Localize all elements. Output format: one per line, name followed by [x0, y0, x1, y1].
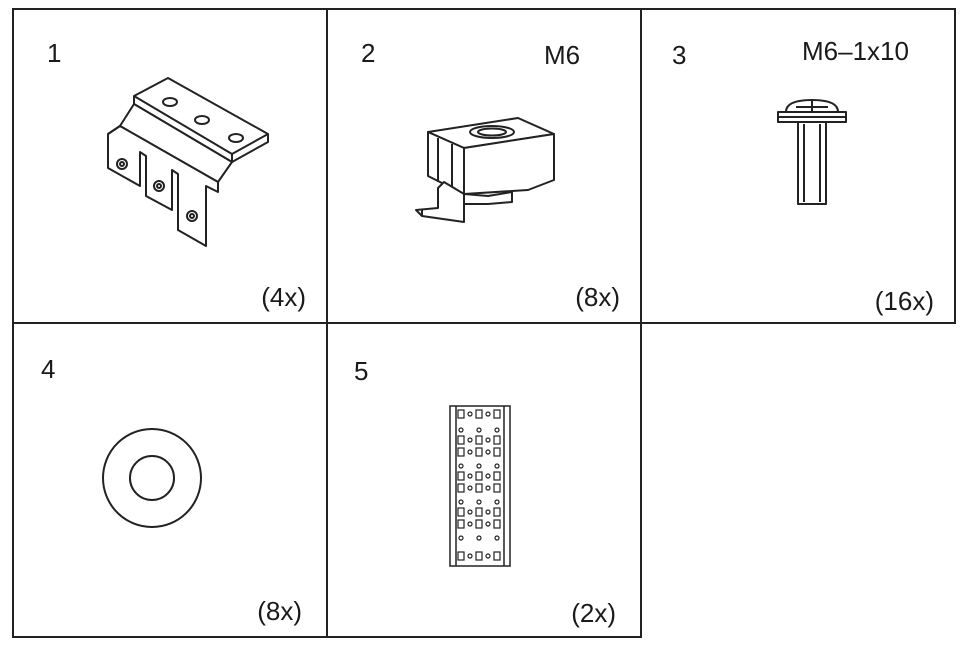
part-number: 4 [41, 354, 56, 384]
part-quantity: (8x) [575, 282, 620, 312]
cage-nut-icon [408, 112, 568, 232]
washer-icon [100, 426, 204, 530]
part-spec: M6–1x10 [802, 36, 909, 66]
part-number: 1 [47, 38, 62, 68]
part-cell-4: 4 (8x) [12, 322, 328, 638]
part-number: 2 [361, 38, 376, 68]
mounting-rail-icon [448, 404, 512, 568]
part-cell-2: 2 M6 (8x) [326, 8, 642, 324]
part-quantity: (2x) [571, 598, 616, 628]
part-number: 5 [354, 356, 369, 386]
part-spec: M6 [544, 40, 581, 70]
part-cell-5: 5 [326, 322, 642, 638]
part-cell-3: 3 M6–1x10 (16x) [640, 8, 956, 324]
mounting-bracket-icon [86, 74, 276, 250]
screw-icon [774, 96, 850, 208]
part-quantity: (8x) [257, 596, 302, 626]
part-quantity: (4x) [261, 282, 306, 312]
part-quantity: (16x) [874, 286, 934, 316]
part-number: 3 [672, 40, 687, 70]
part-cell-1: 1 (4x) [12, 8, 328, 324]
